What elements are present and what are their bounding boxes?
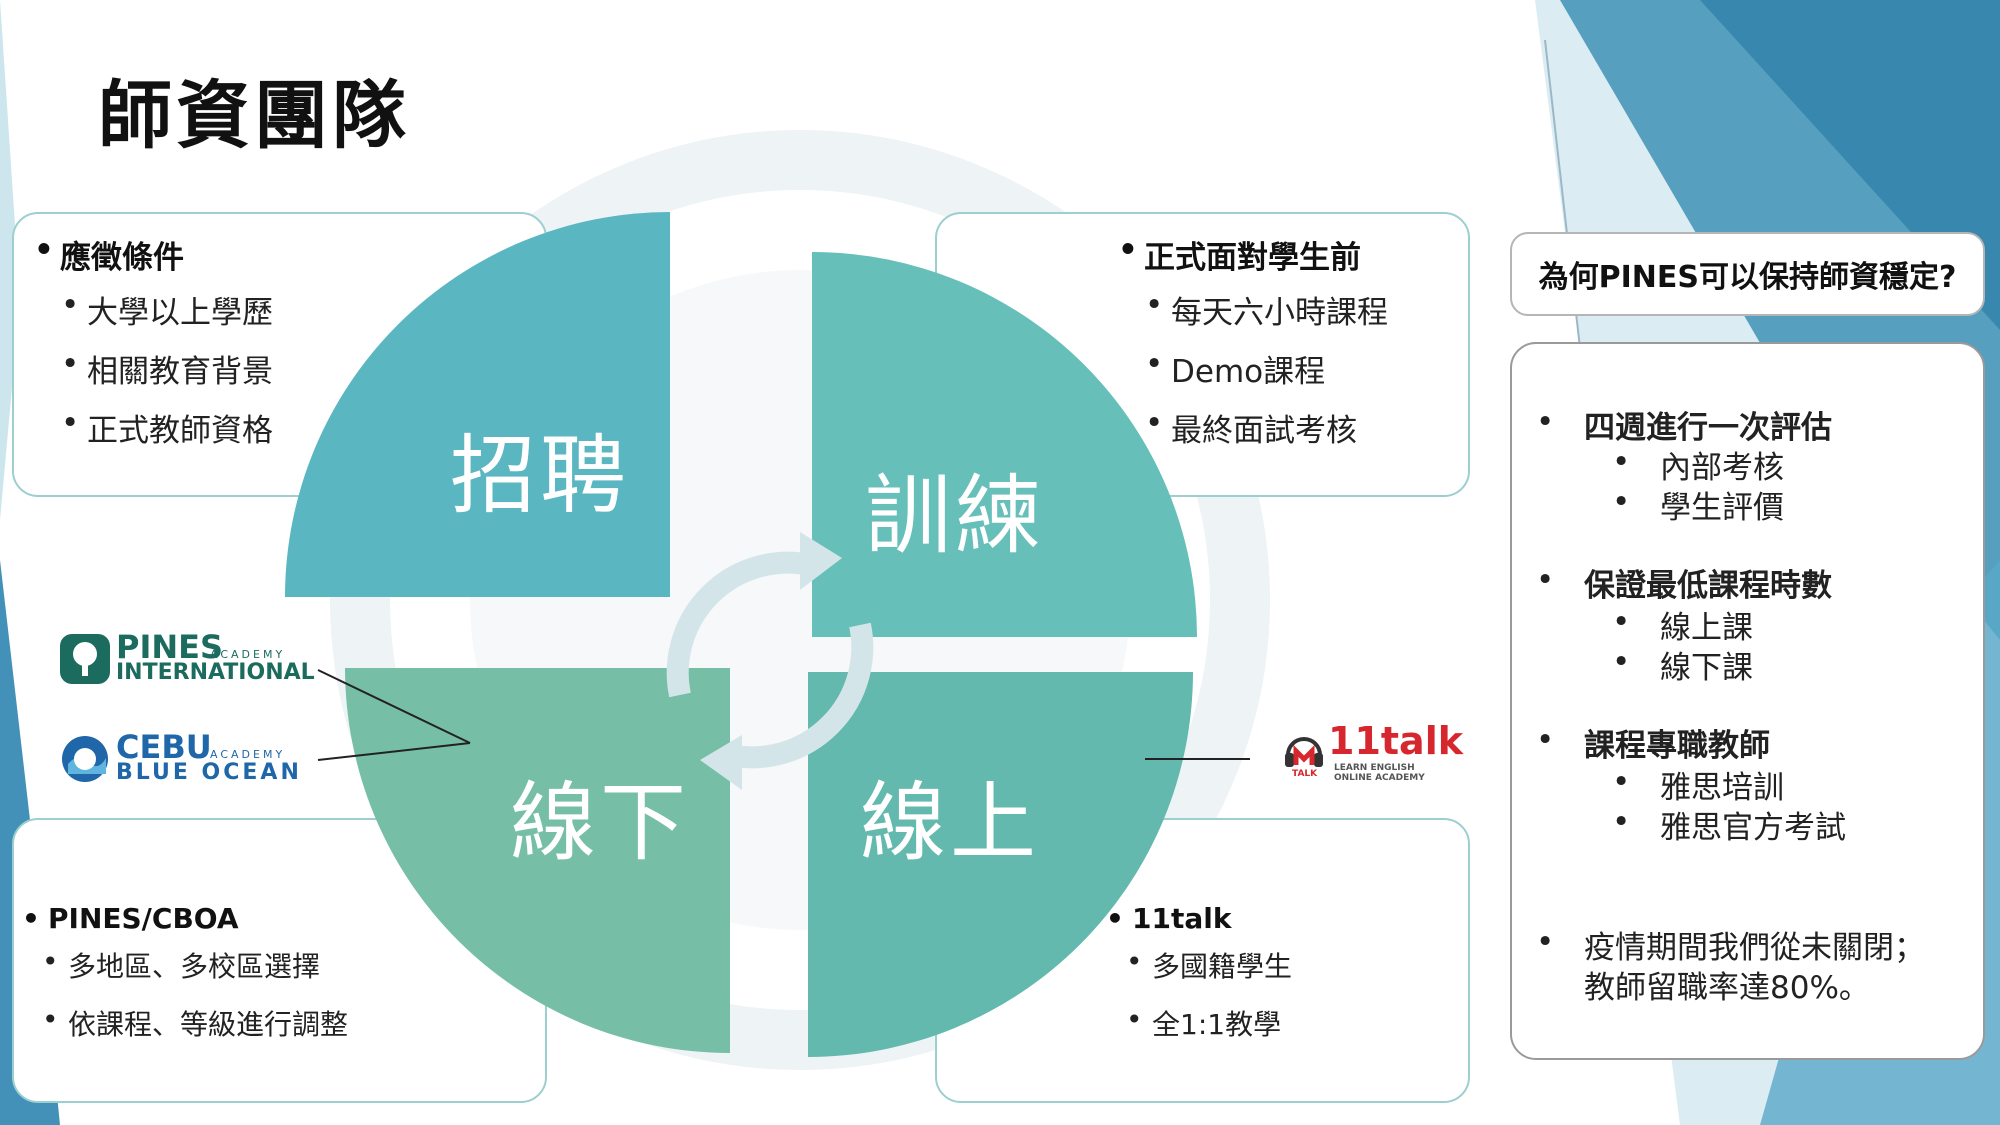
side-note-line2: 教師留職率達80%。 — [1584, 970, 1870, 1006]
side-group-item: 線下課 — [1660, 650, 1753, 686]
recruit-item: 正式教師資格 — [61, 405, 273, 450]
quadrant-label-recruit: 招聘 — [450, 426, 630, 526]
pines-logo: PINES ACADEMY INTERNATIONAL — [60, 628, 315, 692]
cebu-logo-sub: BLUE OCEAN — [116, 760, 302, 785]
page-title: 師資團隊 — [98, 73, 410, 159]
11talk-badge: TALK — [1292, 769, 1318, 779]
bullet: • — [1612, 444, 1631, 480]
watermark-seal — [330, 130, 1270, 1070]
quadrant-recruit — [285, 212, 670, 597]
train-item: Demo課程 — [1145, 346, 1388, 391]
side-panel: • 四週進行一次評估 • 內部考核 • 學生評價 • 保證最低課程時數 • 線上… — [1510, 342, 1985, 1060]
quadrant-online — [808, 672, 1193, 1057]
connector-line-cebu — [317, 742, 471, 761]
quadrant-offline — [345, 668, 730, 1053]
pines-tree-icon — [60, 634, 110, 684]
connector-line-pines — [317, 669, 471, 744]
bg-shape-left-top — [0, 0, 20, 520]
11talk-logo-main: 11talk — [1328, 719, 1463, 763]
bullet: • — [1612, 644, 1631, 680]
cycle-arrow-top — [666, 551, 813, 698]
offline-heading: PINES/CBOA — [22, 902, 348, 935]
bullet: • — [1612, 764, 1631, 800]
quadrant-label-offline: 線下 — [510, 773, 690, 873]
online-item: 多國籍學生 — [1126, 945, 1292, 985]
side-header: 為何PINES可以保持師資穩定? — [1510, 232, 1985, 316]
11talk-logo-sub1: LEARN ENGLISH — [1334, 763, 1415, 773]
wave-icon — [62, 736, 108, 782]
cebu-logo-academy: ACADEMY — [210, 748, 286, 761]
cycle-arrows-icon — [666, 551, 874, 769]
recruit-heading: 應徵條件 — [34, 232, 273, 277]
quadrant-label-online: 線上 — [860, 773, 1040, 873]
side-group-heading: 保證最低課程時數 — [1584, 568, 1832, 604]
side-group-item: 學生評價 — [1660, 490, 1784, 526]
cebu-logo: CEBU ACADEMY BLUE OCEAN — [60, 728, 305, 792]
train-heading: 正式面對學生前 — [1118, 232, 1388, 277]
bullet: • — [1536, 404, 1555, 440]
offline-item: 依課程、等級進行調整 — [42, 1003, 348, 1043]
bullet: • — [1536, 722, 1555, 758]
cycle-arrow-bottom — [727, 622, 874, 769]
cycle-arrowhead-bottom — [700, 735, 742, 790]
pines-logo-main: PINES — [116, 628, 224, 666]
train-item: 每天六小時課程 — [1145, 287, 1388, 332]
online-item: 全1:1教學 — [1126, 1003, 1292, 1043]
headphones-icon — [1285, 737, 1323, 767]
11talk-logo: TALK 11talk LEARN ENGLISH ONLINE ACADEMY — [1282, 719, 1463, 785]
cebu-logo-main: CEBU — [116, 728, 212, 766]
side-note-line1: 疫情期間我們從未關閉； — [1584, 930, 1925, 966]
train-item: 最終面試考核 — [1145, 405, 1388, 450]
recruit-item: 大學以上學歷 — [61, 287, 273, 332]
pines-logo-academy: ACADEMY — [210, 648, 286, 661]
side-group-heading: 課程專職教師 — [1584, 728, 1770, 764]
quadrant-train — [812, 252, 1197, 637]
pines-logo-sub: INTERNATIONAL — [116, 660, 315, 685]
bullet: • — [1536, 562, 1555, 598]
online-heading: 11talk — [1106, 902, 1292, 935]
quadrant-label-train: 訓練 — [865, 466, 1045, 566]
cycle-arrowhead-top — [800, 532, 842, 590]
bullet: • — [1612, 804, 1631, 840]
recruit-item: 相關教育背景 — [61, 346, 273, 391]
11talk-logo-sub2: ONLINE ACADEMY — [1334, 773, 1425, 783]
side-group-item: 內部考核 — [1660, 450, 1784, 486]
side-group-item: 雅思官方考試 — [1660, 810, 1846, 846]
bullet: • — [1612, 604, 1631, 640]
side-group-item: 雅思培訓 — [1660, 770, 1784, 806]
bullet: • — [1536, 924, 1555, 960]
offline-item: 多地區、多校區選擇 — [42, 945, 348, 985]
side-group-heading: 四週進行一次評估 — [1584, 410, 1832, 446]
side-group-item: 線上課 — [1660, 610, 1753, 646]
bullet: • — [1612, 484, 1631, 520]
